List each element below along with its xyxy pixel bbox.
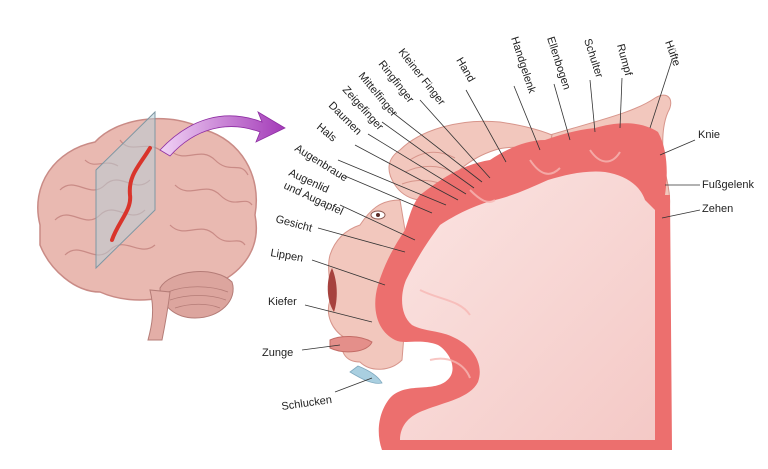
homunculus-throat	[349, 365, 383, 384]
label-huefte: Hüfte	[662, 39, 682, 68]
label-schulter: Schulter	[581, 37, 605, 79]
label-rumpf: Rumpf	[614, 43, 634, 78]
label-gesicht: Gesicht	[274, 213, 313, 234]
leader-lines	[301, 59, 701, 393]
motor-cortex-strip	[110, 146, 152, 242]
label-knie: Knie	[698, 129, 720, 141]
zoom-arrow	[159, 111, 286, 157]
homunculus-mouth	[327, 268, 337, 312]
label-lippen: Lippen	[269, 247, 304, 265]
cerebellum	[159, 271, 234, 319]
label-hand: Hand	[453, 56, 477, 85]
label-schlucken: Schlucken	[281, 394, 333, 413]
brain-stem	[147, 289, 171, 341]
label-zehen: Zehen	[702, 203, 733, 215]
label-fussgelenk: Fußgelenk	[702, 179, 754, 191]
section-plane	[95, 110, 156, 270]
label-ellenbogen: Ellenbogen	[544, 35, 572, 91]
label-kiefer: Kiefer	[268, 296, 297, 308]
label-zunge: Zunge	[262, 347, 293, 359]
label-hals: Hals	[314, 121, 339, 145]
white-matter	[400, 171, 655, 440]
brain-illustration	[37, 110, 258, 341]
cortex-section	[375, 123, 672, 451]
homunculus-tongue	[329, 336, 373, 353]
label-handgelenk: Handgelenk	[508, 35, 538, 95]
